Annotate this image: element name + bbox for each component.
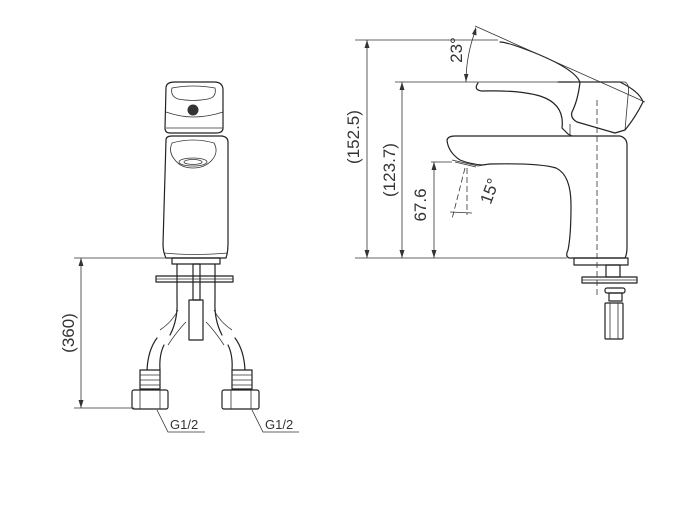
side-view: 15° 23° (152.5) (123.7) 67.6 xyxy=(344,25,646,340)
hose-right xyxy=(221,337,260,410)
spray-angle-label: 15° xyxy=(477,176,504,207)
height-dimensions: (152.5) (123.7) 67.6 xyxy=(344,39,567,259)
connection-right-label: G1/2 xyxy=(265,417,293,432)
connection-leader-right: G1/2 xyxy=(251,409,299,433)
mounting-hardware-side xyxy=(573,257,638,340)
hose-left xyxy=(131,337,169,410)
handle-button xyxy=(187,104,199,116)
mounting-hardware xyxy=(155,257,234,346)
body-height-label: (123.7) xyxy=(380,143,399,197)
spray-angle: 15° xyxy=(449,167,504,220)
body xyxy=(162,135,229,259)
total-height-label: (152.5) xyxy=(344,110,363,164)
connection-left-label: G1/2 xyxy=(170,417,198,432)
front-view: (360) G1/2 G1/2 xyxy=(59,81,299,433)
connection-leader-left: G1/2 xyxy=(156,409,205,433)
lever-angle: 23° xyxy=(447,25,646,103)
dimension-360: (360) xyxy=(59,257,166,409)
body-side xyxy=(446,135,628,259)
lever-angle-label: 23° xyxy=(447,37,466,63)
height-360-label: (360) xyxy=(59,313,78,353)
spout-height-label: 67.6 xyxy=(411,188,430,221)
lever xyxy=(475,41,644,137)
handle xyxy=(164,81,224,134)
